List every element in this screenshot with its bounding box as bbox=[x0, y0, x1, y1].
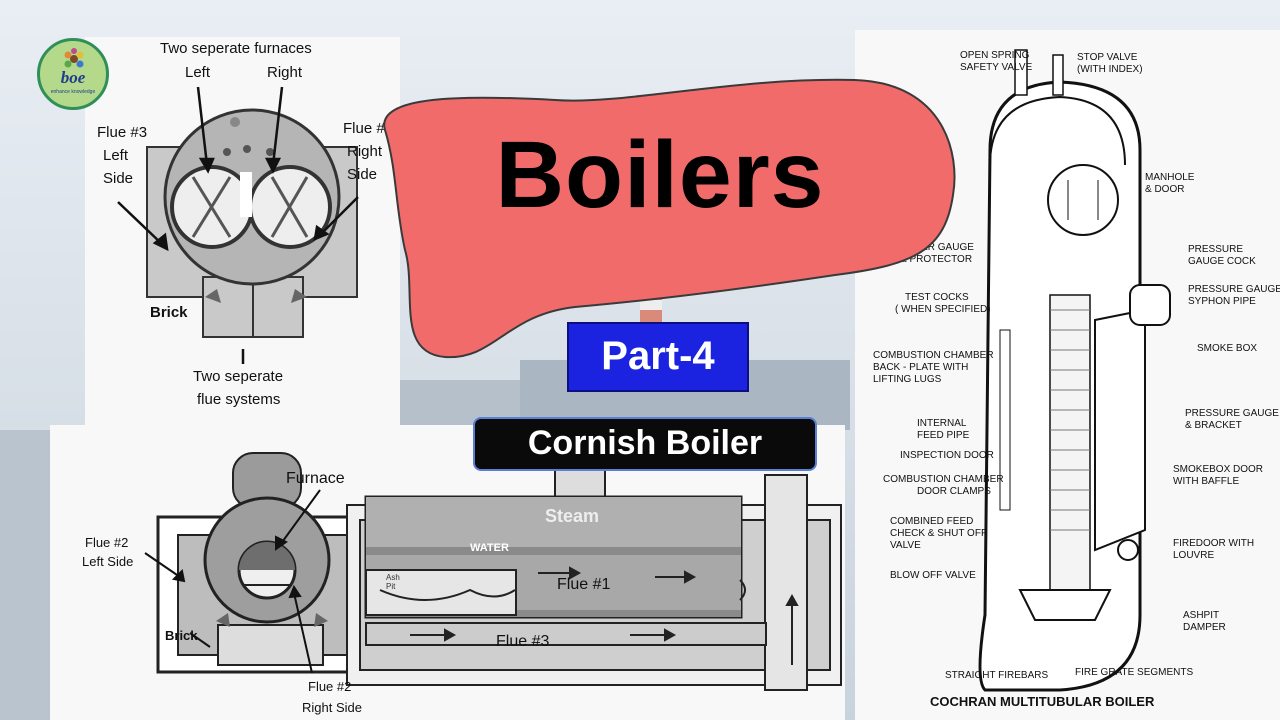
label-flue2-right-2: Right Side bbox=[302, 700, 362, 715]
cochran-label-check-2: CHECK & SHUT OFF bbox=[890, 528, 988, 539]
label-ash-pit-1: Ash bbox=[386, 573, 400, 582]
cochran-label-ashpit-2: DAMPER bbox=[1183, 622, 1226, 633]
twin-furnace-diagram: Two seperate furnaces Left Right Flue #3… bbox=[85, 37, 400, 425]
label-furnace: Furnace bbox=[286, 470, 345, 487]
label-flue3-left-2: Left bbox=[103, 147, 129, 164]
cochran-label-smokeboxdoor-1: SMOKEBOX DOOR bbox=[1173, 464, 1264, 475]
label-flue2-left-2: Left Side bbox=[82, 554, 134, 569]
label-steam: Steam bbox=[545, 506, 600, 526]
cochran-label-test-1: TEST COCKS bbox=[905, 292, 969, 303]
label-flue3-left-3: Side bbox=[103, 170, 134, 187]
cochran-label-check-1: COMBINED FEED bbox=[890, 516, 974, 527]
label-flue-systems-2: flue systems bbox=[197, 391, 281, 408]
label-water: WATER bbox=[470, 542, 509, 554]
cochran-label-grate: FIRE GRATE SEGMENTS bbox=[1075, 667, 1194, 678]
cornish-boiler-diagram: Furnace Flue #2 Left Side Flue #2 Right … bbox=[50, 425, 845, 720]
cochran-label-gaugecock-1: PRESSURE bbox=[1188, 244, 1244, 255]
part-badge: Part-4 bbox=[567, 322, 749, 392]
cochran-label-stop-1: STOP VALVE bbox=[1077, 52, 1138, 63]
label-flue-systems-1: Two seperate bbox=[193, 368, 284, 385]
cochran-label-blowoff: BLOW OFF VALVE bbox=[890, 570, 976, 581]
label-left: Left bbox=[185, 64, 211, 81]
cochran-label-bracket-1: PRESSURE GAUGE bbox=[1185, 408, 1279, 419]
subtitle-badge: Cornish Boiler bbox=[473, 417, 817, 471]
cochran-label-feed-2: FEED PIPE bbox=[917, 430, 970, 441]
cochran-label-clamps-1: COMBUSTION CHAMBER bbox=[883, 474, 1004, 485]
cochran-label-check-3: VALVE bbox=[890, 540, 921, 551]
label-two-furnaces: Two seperate furnaces bbox=[160, 40, 312, 57]
cochran-label-manhole-1: MANHOLE bbox=[1145, 172, 1195, 183]
cochran-boiler-diagram: OPEN SPRING SAFETY VALVE STOP VALVE (WIT… bbox=[855, 30, 1280, 720]
cochran-label-inspection: INSPECTION DOOR bbox=[900, 450, 994, 461]
cochran-label-smokeboxdoor-2: WITH BAFFLE bbox=[1173, 476, 1240, 487]
label-flue2-right-1: Flue #2 bbox=[308, 679, 352, 694]
cochran-label-firedoor-1: FIREDOOR WITH bbox=[1173, 538, 1255, 549]
cochran-label-ashpit-1: ASHPIT bbox=[1183, 610, 1220, 621]
label-flue3-left-1: Flue #3 bbox=[97, 124, 148, 141]
label-flue1: Flue #1 bbox=[557, 576, 611, 593]
cochran-label-smokebox: SMOKE BOX bbox=[1197, 343, 1258, 354]
label-right: Right bbox=[267, 64, 303, 81]
main-title: Boilers bbox=[495, 122, 825, 228]
cochran-label-test-2: ( WHEN SPECIFIED) bbox=[895, 304, 991, 315]
cochran-label-syphon-1: PRESSURE GAUGE bbox=[1188, 284, 1280, 295]
cochran-label-feed-1: INTERNAL bbox=[917, 418, 967, 429]
label-flue3: Flue #3 bbox=[496, 633, 550, 650]
label-brick-top: Brick bbox=[150, 304, 188, 321]
logo-text: boe bbox=[60, 68, 86, 87]
label-brick-bottom: Brick bbox=[165, 628, 198, 643]
label-flue2-left-1: Flue #2 bbox=[85, 535, 129, 550]
cochran-label-firebars: STRAIGHT FIREBARS bbox=[945, 670, 1049, 681]
cochran-label-gaugecock-2: GAUGE COCK bbox=[1188, 256, 1256, 267]
cochran-label-water-1: WATER GAUGE bbox=[900, 242, 974, 253]
title-blob bbox=[383, 78, 956, 359]
cochran-label-safety-2: SAFETY VALVE bbox=[960, 62, 1033, 73]
cochran-label-backplate-2: BACK - PLATE WITH bbox=[873, 362, 969, 373]
cochran-label-backplate-3: LIFTING LUGS bbox=[873, 374, 942, 385]
cochran-label-manhole-2: & DOOR bbox=[1145, 184, 1185, 195]
label-flue3-right-2: Right bbox=[347, 143, 383, 160]
cochran-label-clamps-2: DOOR CLAMPS bbox=[917, 486, 991, 497]
cochran-label-safety-1: OPEN SPRING bbox=[960, 50, 1030, 61]
label-flue3-right-1: Flue #3 bbox=[343, 120, 394, 137]
twin-furnace-drawing bbox=[117, 86, 359, 364]
cochran-label-water-2: & PROTECTOR bbox=[900, 254, 973, 265]
cochran-label-bracket-2: & BRACKET bbox=[1185, 420, 1242, 431]
flower-icon bbox=[64, 48, 84, 68]
cochran-boiler-drawing bbox=[978, 49, 1171, 692]
cochran-caption: COCHRAN MULTITUBULAR BOILER bbox=[930, 694, 1155, 709]
cochran-label-backplate-1: COMBUSTION CHAMBER bbox=[873, 350, 994, 361]
logo-tagline: enhance knowledge bbox=[50, 89, 96, 95]
cornish-boiler-drawing bbox=[144, 452, 842, 691]
cochran-label-syphon-2: SYPHON PIPE bbox=[1188, 296, 1256, 307]
cochran-label-firedoor-2: LOUVRE bbox=[1173, 550, 1215, 561]
channel-logo: boe enhance knowledge bbox=[37, 38, 109, 110]
label-flue3-right-3: Side bbox=[347, 166, 378, 183]
cochran-label-stop-2: (WITH INDEX) bbox=[1077, 64, 1143, 75]
label-ash-pit-2: Pit bbox=[386, 582, 396, 591]
